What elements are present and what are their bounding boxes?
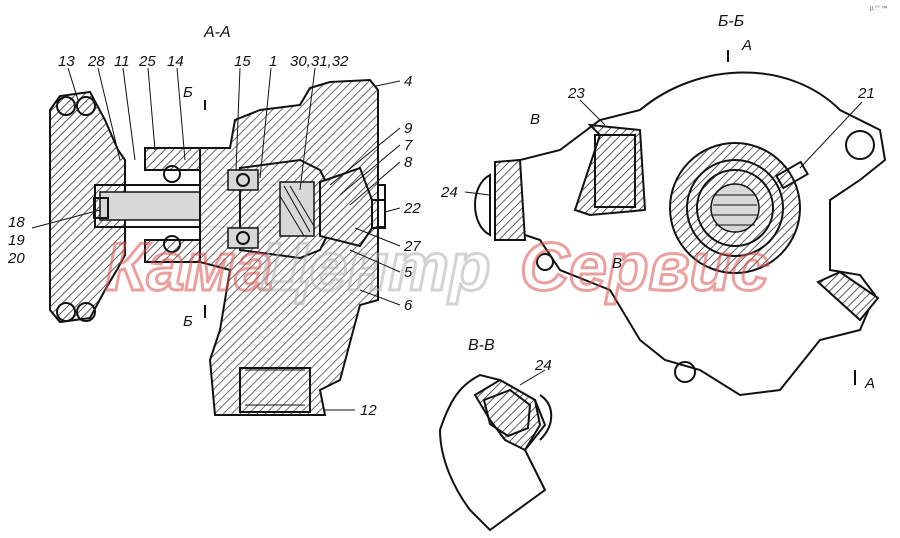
callout-label: 18 xyxy=(8,214,25,231)
section-title-vv: В-В xyxy=(468,337,495,354)
callout-label: 20 xyxy=(7,250,25,267)
callout-label: 21 xyxy=(857,85,875,102)
callout-label: 24 xyxy=(534,357,552,374)
callout-label: 8 xyxy=(404,154,413,171)
callout-label: 19 xyxy=(8,232,25,249)
cut-mark-b-top: Б xyxy=(183,84,193,101)
section-title-aa: А-А xyxy=(203,24,231,41)
corner-note: p.°° ™ xyxy=(870,5,887,12)
callout-label: 27 xyxy=(403,238,421,255)
callout-label: 30,31,32 xyxy=(290,53,349,70)
callout-label: 4 xyxy=(404,73,412,90)
cut-mark-a-bottom: А xyxy=(864,375,875,392)
watermark-part1: Кама xyxy=(105,229,273,305)
callout-label: 6 xyxy=(404,297,413,314)
cut-mark-v-right: В xyxy=(612,255,622,272)
leader-lines xyxy=(31,67,863,411)
callout-label: 28 xyxy=(87,53,105,70)
callout-label: 15 xyxy=(234,53,251,70)
callout-label: 9 xyxy=(404,120,413,137)
cut-mark-a-top: А xyxy=(741,37,752,54)
callout-label: 14 xyxy=(167,53,184,70)
callout-label: 13 xyxy=(58,53,75,70)
section-aa-view xyxy=(49,78,386,416)
callout-label: 7 xyxy=(404,137,413,154)
section-title-bb: Б-Б xyxy=(718,13,744,30)
callout-label: 22 xyxy=(403,200,421,217)
watermark-part3: Сервис xyxy=(520,229,769,305)
section-vv-view xyxy=(438,373,553,532)
cut-mark-v-top: В xyxy=(530,111,540,128)
callout-label: 25 xyxy=(138,53,156,70)
callout-label: 5 xyxy=(404,264,413,281)
callout-label: 23 xyxy=(567,85,585,102)
watermark-part2: Центр xyxy=(260,229,490,305)
watermark: Кама Центр Сервис xyxy=(104,228,771,307)
callouts: 13 28 11 25 14 15 1 30,31,32 4 9 7 8 22 … xyxy=(7,53,875,419)
callout-label: 1 xyxy=(269,53,277,70)
callout-label: 11 xyxy=(114,53,130,70)
pulley xyxy=(49,90,126,324)
callout-label: 12 xyxy=(360,402,377,419)
section-bb-view xyxy=(474,50,887,397)
cut-mark-b-bottom: Б xyxy=(183,313,193,330)
callout-label: 24 xyxy=(440,184,458,201)
